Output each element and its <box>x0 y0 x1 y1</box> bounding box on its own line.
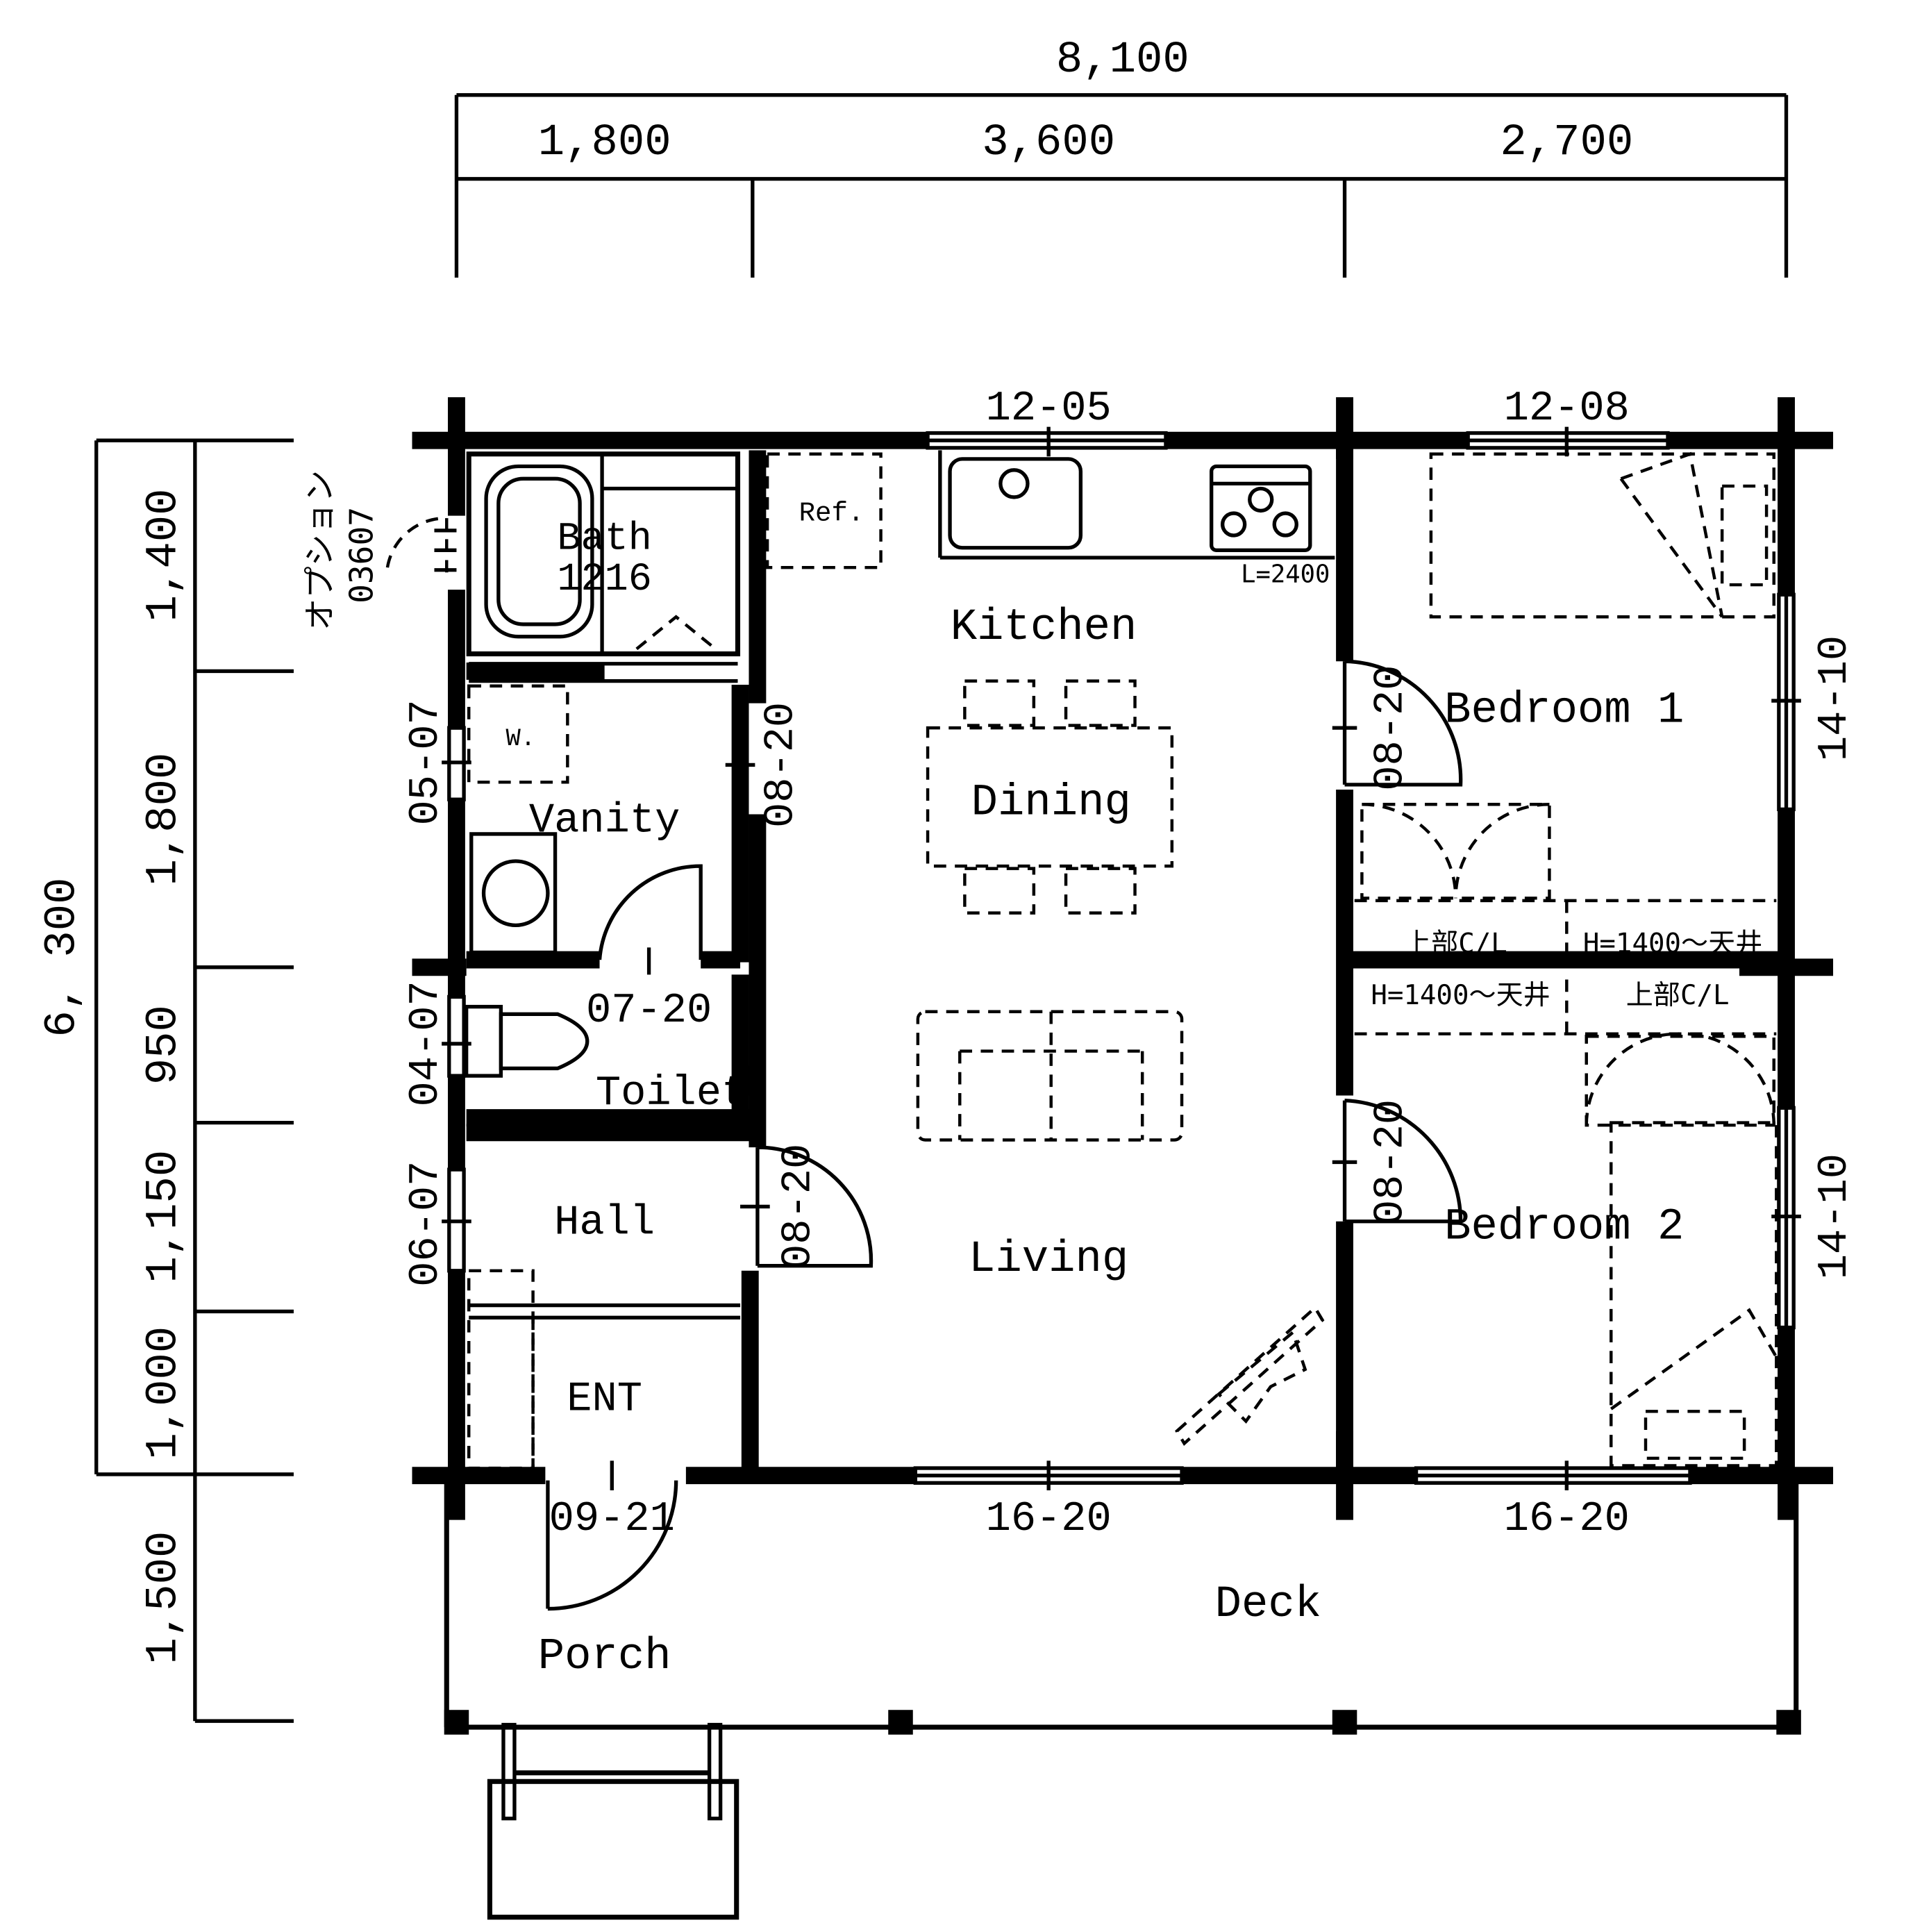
option-label-line1: オプション <box>301 470 338 631</box>
kitchen-label: Kitchen <box>951 603 1137 653</box>
option-label-line2: 03607 <box>343 507 381 603</box>
bedroom1-upper-closet-note: 上部C/L <box>1404 928 1507 959</box>
left-dimension-lines <box>94 438 294 1723</box>
left-segment-1-label: 1,400 <box>139 489 189 622</box>
bedroom2-sliding-door-code: 16-20 <box>1504 1496 1630 1543</box>
option-marker: オプション 03607 <box>301 470 380 631</box>
dining-table-set <box>926 679 1174 915</box>
refrigerator-label: Ref. <box>799 498 864 529</box>
left-segment-5-label: 1,000 <box>139 1326 189 1460</box>
bedroom1-side-window-code: 14-10 <box>1812 635 1859 761</box>
deck-label: Deck <box>1215 1580 1321 1630</box>
bedroom1-closet <box>1354 803 1777 958</box>
porch-label: Porch <box>538 1632 671 1682</box>
toilet-fixture <box>465 1004 590 1078</box>
bath-label: Bath <box>557 517 651 562</box>
kitchen-window-code: 12-05 <box>986 385 1112 433</box>
bedroom1-height-note: H=1400～天井 <box>1583 928 1762 959</box>
living-label: Living <box>969 1235 1128 1285</box>
total-width-label: 8,100 <box>1056 35 1189 85</box>
deck-outline <box>444 1475 1801 1735</box>
hall-label: Hall <box>554 1200 655 1247</box>
vanity-label: Vanity <box>529 797 680 844</box>
bathtub <box>466 451 741 683</box>
hall-door-code: 08-20 <box>776 1144 823 1269</box>
bedroom2-side-window-code: 14-10 <box>1812 1154 1859 1279</box>
bedroom1-label: Bedroom 1 <box>1444 685 1684 735</box>
refrigerator-space <box>765 452 883 569</box>
top-segment-1-label: 1,800 <box>538 118 671 168</box>
bedroom2-height-note: H=1400～天井 <box>1371 980 1550 1011</box>
left-segment-6-label: 1,500 <box>139 1531 189 1665</box>
entrance-step <box>467 1269 741 1470</box>
top-segment-3-label: 2,700 <box>1500 118 1633 168</box>
bedroom2-closet <box>1354 979 1777 1127</box>
kitchen-counter <box>938 450 1335 560</box>
bedroom2-bed <box>1610 1121 1778 1467</box>
hall-window-code: 06-07 <box>403 1161 450 1287</box>
toilet-door-code: 07-20 <box>586 988 712 1035</box>
bedroom1-door-code: 08-20 <box>1367 665 1414 791</box>
porch-steps <box>487 1722 739 1920</box>
total-depth-label: 6, 300 <box>38 877 88 1037</box>
top-dimension-lines <box>454 93 1789 278</box>
opening-tick-marks <box>442 426 1801 1491</box>
counter-length-label: L=2400 <box>1241 560 1330 589</box>
top-segment-2-label: 3,600 <box>982 118 1115 168</box>
left-segment-2-label: 1,800 <box>139 753 189 886</box>
living-sliding-door-code: 16-20 <box>986 1496 1112 1543</box>
left-segment-4-label: 1,150 <box>139 1150 189 1283</box>
toilet-label: Toilet <box>596 1070 746 1117</box>
vanity-door-code: 08-20 <box>758 702 805 828</box>
bedroom2-door-code: 08-20 <box>1367 1099 1414 1225</box>
washer-label: W. <box>506 724 536 753</box>
bedroom2-upper-closet-note: 上部C/L <box>1626 980 1730 1011</box>
stair-ladder <box>1175 1305 1325 1446</box>
bedroom2-label: Bedroom 2 <box>1444 1203 1684 1253</box>
entry-door-code: 09-21 <box>549 1496 675 1543</box>
left-segment-3-label: 950 <box>139 1005 189 1085</box>
sofa <box>916 1010 1184 1142</box>
bath-code-label: 1216 <box>557 558 651 602</box>
bedroom1-bed <box>1429 451 1775 619</box>
bedroom1-top-window-code: 12-08 <box>1504 385 1630 433</box>
entrance-label: ENT <box>567 1376 642 1424</box>
dining-label: Dining <box>971 778 1131 828</box>
